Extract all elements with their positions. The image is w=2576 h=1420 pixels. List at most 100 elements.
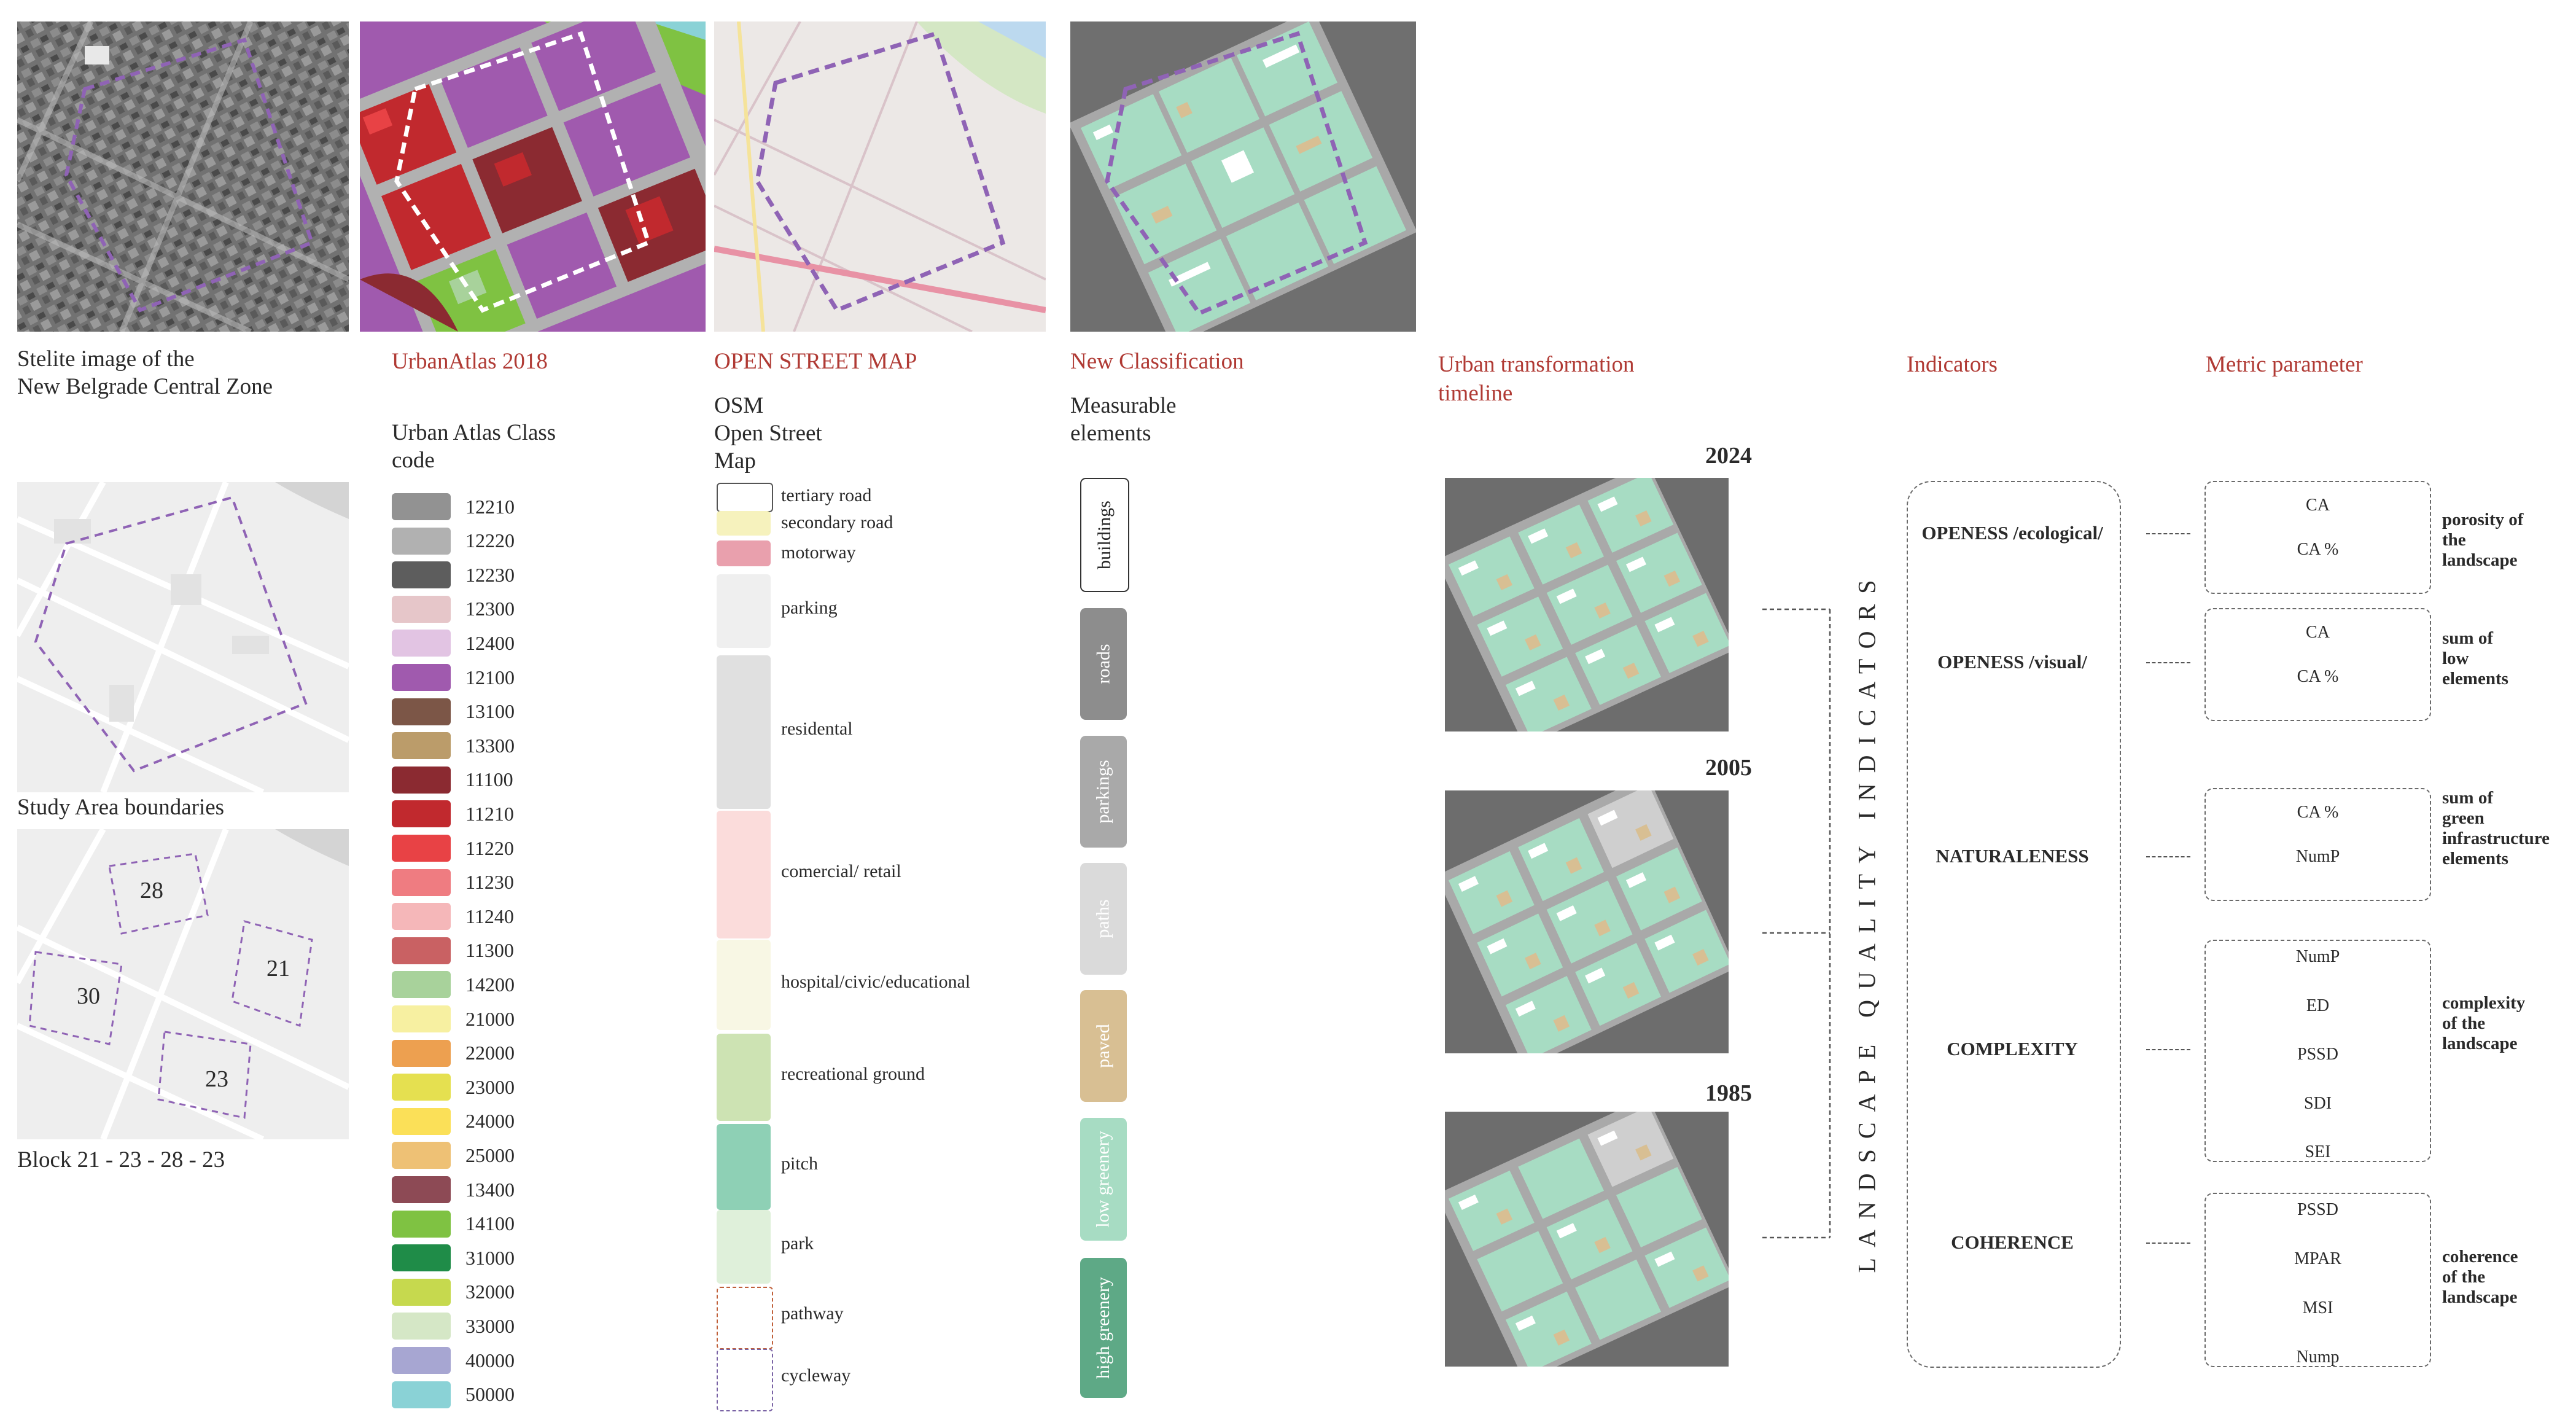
- osm-legend-label: motorway: [781, 542, 856, 563]
- urban-atlas-legend-item: 25000: [392, 1140, 515, 1171]
- urban-atlas-legend-item: 22000: [392, 1038, 515, 1069]
- legend-code: 12100: [465, 666, 515, 689]
- legend-swatch: [392, 1210, 451, 1238]
- legend-swatch: [392, 1244, 451, 1272]
- measurable-element-label: buildings: [1094, 501, 1115, 569]
- indicator-connector: [2146, 662, 2190, 663]
- legend-swatch: [392, 1347, 451, 1374]
- legend-swatch: [392, 1176, 451, 1203]
- legend-swatch: [392, 1142, 451, 1169]
- indicator-name: COMPLEXITY: [1947, 1038, 2078, 1059]
- urban-atlas-legend-item: 13100: [392, 696, 515, 727]
- urban-atlas-legend-item: 11230: [392, 867, 514, 898]
- legend-code: 21000: [465, 1007, 515, 1030]
- osm-legend-label: park: [781, 1233, 814, 1254]
- urban-atlas-legend-item: 32000: [392, 1277, 515, 1308]
- osm-legend-label: residental: [781, 719, 853, 739]
- measurable-element-label: paved: [1092, 1024, 1113, 1068]
- metric-description: coherence of the landscape: [2442, 1247, 2518, 1307]
- urban-atlas-subheader: Urban Atlas Class code: [392, 420, 556, 473]
- legend-code: 12400: [465, 631, 515, 654]
- urban-atlas-legend-item: 11100: [392, 765, 513, 795]
- blocks-caption: Block 21 - 23 - 28 - 23: [17, 1147, 225, 1172]
- metric-header: Metric parameter: [2206, 352, 2363, 377]
- timeline-map-2024: [1445, 478, 1729, 731]
- legend-swatch: [392, 937, 451, 964]
- legend-swatch: [392, 868, 451, 896]
- osm-legend-swatch: [717, 574, 771, 648]
- legend-code: 12300: [465, 598, 515, 620]
- legend-code: 33000: [465, 1314, 515, 1337]
- legend-swatch: [392, 664, 451, 691]
- legend-code: 13100: [465, 700, 515, 723]
- legend-swatch: [392, 630, 451, 657]
- legend-swatch: [392, 766, 451, 794]
- legend-code: 11210: [465, 802, 514, 825]
- legend-code: 11230: [465, 871, 514, 894]
- urban-atlas-legend-item: 23000: [392, 1072, 515, 1102]
- measurable-element-1: roads: [1080, 608, 1127, 720]
- legend-code: 13300: [465, 734, 515, 757]
- legend-code: 11300: [465, 939, 514, 962]
- urban-atlas-legend-item: 24000: [392, 1106, 515, 1137]
- legend-code: 12210: [465, 495, 515, 518]
- legend-code: 11240: [465, 905, 514, 927]
- urban-atlas-legend-item: 12400: [392, 628, 515, 658]
- urban-atlas-legend-item: 12220: [392, 526, 515, 556]
- measurable-element-6: high greenery: [1080, 1258, 1127, 1398]
- block-label-28: 28: [140, 878, 163, 903]
- metric-value: MPAR: [2294, 1249, 2341, 1268]
- legend-swatch: [392, 1107, 451, 1135]
- urban-atlas-legend-item: 21000: [392, 1004, 515, 1034]
- metric-value: CA %: [2297, 667, 2339, 686]
- timeline-map-1985: [1445, 1112, 1729, 1367]
- osm-legend-label: parking: [781, 598, 838, 618]
- indicator-name: OPENESS /visual/: [1937, 651, 2087, 673]
- indicator-connector: [2146, 1242, 2190, 1244]
- timeline-connector: [1762, 608, 1831, 1239]
- legend-swatch: [392, 527, 451, 555]
- measurable-element-label: high greenery: [1093, 1277, 1114, 1379]
- urban-atlas-legend-item: 40000: [392, 1345, 515, 1376]
- urban-atlas-legend-item: 12100: [392, 662, 515, 693]
- new-classification-map: [1070, 21, 1416, 332]
- osm-map: [714, 21, 1046, 332]
- legend-code: 13400: [465, 1178, 515, 1201]
- legend-code: 31000: [465, 1246, 515, 1269]
- year-1985: 1985: [1705, 1080, 1752, 1106]
- measurable-element-label: paths: [1092, 899, 1113, 938]
- timeline-map-2005: [1445, 790, 1729, 1053]
- urban-atlas-legend-item: 11300: [392, 935, 514, 966]
- legend-swatch: [392, 1313, 451, 1340]
- measurable-element-2: parkings: [1080, 736, 1127, 848]
- metric-description: sum of green infrastructure elements: [2442, 788, 2550, 868]
- osm-legend-swatch: [717, 540, 771, 566]
- indicator-name: NATURALENESS: [1936, 845, 2089, 867]
- urban-atlas-legend-item: 12230: [392, 560, 515, 590]
- metric-description: complexity of the landscape: [2442, 993, 2526, 1053]
- urban-atlas-legend-item: 33000: [392, 1311, 515, 1341]
- legend-swatch: [392, 698, 451, 725]
- osm-legend-swatch: [717, 511, 771, 536]
- osm-header: OPEN STREET MAP: [714, 349, 917, 374]
- osm-legend-label: hospital/civic/educational: [781, 971, 971, 992]
- measurable-element-label: roads: [1092, 644, 1113, 684]
- legend-swatch: [392, 561, 451, 589]
- osm-legend-label: comercial/ retail: [781, 861, 901, 881]
- blocks-map: 28 21 30 23: [17, 829, 349, 1139]
- indicators-box: [1907, 481, 2121, 1368]
- osm-legend-swatch: [717, 1349, 773, 1411]
- measurable-element-label: parkings: [1093, 760, 1114, 824]
- new-classification-header: New Classification: [1070, 349, 1244, 374]
- urban-atlas-legend-item: 11210: [392, 798, 514, 829]
- osm-legend-swatch: [717, 483, 773, 512]
- indicator-connector: [2146, 1049, 2190, 1050]
- legend-swatch: [392, 595, 451, 623]
- block-label-21: 21: [267, 956, 290, 981]
- indicators-header: Indicators: [1907, 352, 1998, 377]
- metric-value: MSI: [2302, 1298, 2333, 1317]
- osm-legend-swatch: [717, 1287, 773, 1349]
